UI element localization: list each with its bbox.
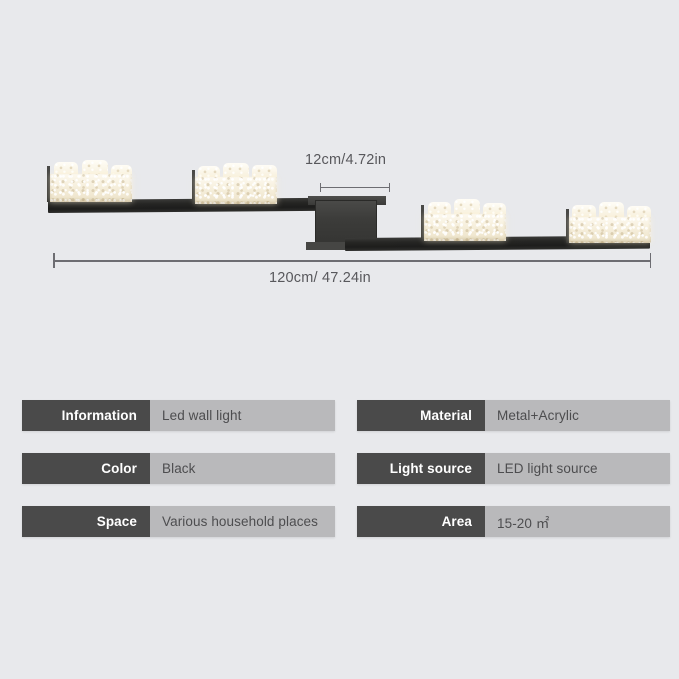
width-dimension-line (53, 253, 651, 268)
crystal-bump (54, 162, 78, 176)
width-dimension-label: 120cm/ 47.24in (269, 270, 371, 286)
table-row: Material Metal+Acrylic (357, 400, 670, 431)
spec-value: Metal+Acrylic (485, 400, 670, 431)
depth-dimension-line (320, 183, 390, 192)
spec-value: LED light source (485, 453, 670, 484)
product-illustration: 12cm/4.72in (47, 152, 651, 286)
table-row: Information Led wall light (22, 400, 335, 431)
crystal-body (50, 174, 132, 202)
crystal-bump (198, 166, 220, 178)
spec-label: Information (22, 400, 150, 431)
spec-column-right: Material Metal+Acrylic Light source LED … (357, 400, 670, 559)
crystal-body (195, 177, 277, 204)
crystal-endcap-icon (566, 209, 569, 243)
table-row: Area 15-20 ㎡ (357, 506, 670, 537)
spec-label: Space (22, 506, 150, 537)
crystal-bump (82, 160, 108, 176)
depth-dimension-label: 12cm/4.72in (305, 152, 387, 168)
crystal-diffuser-block-1 (47, 160, 132, 202)
dimension-line-bar (320, 187, 390, 188)
crystal-bump (428, 202, 451, 215)
spec-value: Various household places (150, 506, 335, 537)
spec-label: Color (22, 453, 150, 484)
spec-label: Area (357, 506, 485, 537)
spec-column-left: Information Led wall light Color Black S… (22, 400, 335, 559)
dimension-tick-right-icon (389, 183, 390, 192)
crystal-bump (572, 205, 596, 217)
dimension-tick-left-icon (53, 253, 55, 268)
crystal-body (424, 214, 506, 241)
dimension-line-bar (53, 260, 651, 262)
table-row: Light source LED light source (357, 453, 670, 484)
crystal-bump (252, 165, 277, 178)
spec-label: Material (357, 400, 485, 431)
crystal-body (569, 217, 651, 243)
table-row: Color Black (22, 453, 335, 484)
crystal-diffuser-block-4 (566, 201, 651, 243)
spec-value: 15-20 ㎡ (485, 506, 670, 537)
crystal-endcap-icon (192, 170, 195, 204)
spec-label: Light source (357, 453, 485, 484)
table-row: Space Various household places (22, 506, 335, 537)
spec-value: Black (150, 453, 335, 484)
crystal-bump (599, 202, 624, 217)
crystal-bump (627, 206, 651, 217)
crystal-bump (223, 163, 249, 178)
spec-value: Led wall light (150, 400, 335, 431)
crystal-endcap-icon (421, 205, 424, 241)
crystal-bump (483, 203, 506, 215)
crystal-diffuser-block-2 (192, 162, 277, 204)
dimension-tick-right-icon (649, 253, 651, 268)
specification-table: Information Led wall light Color Black S… (0, 400, 679, 580)
crystal-diffuser-block-3 (421, 199, 506, 241)
crystal-endcap-icon (47, 166, 50, 202)
dimension-tick-left-icon (320, 183, 321, 192)
crystal-bump (454, 199, 480, 215)
